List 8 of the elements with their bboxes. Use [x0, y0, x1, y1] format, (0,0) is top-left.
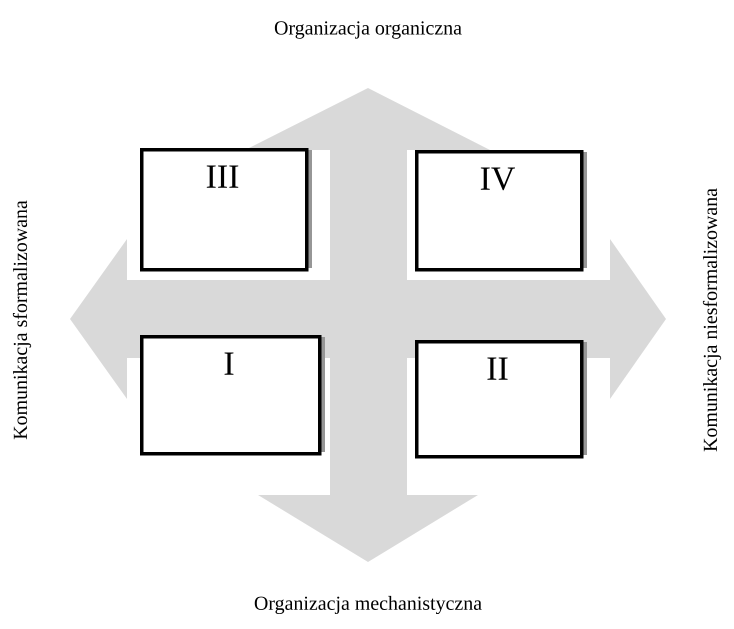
- axis-label: Organizacja organiczna: [274, 21, 462, 39]
- quadrant-box: I: [140, 335, 325, 456]
- quadrant-box: II: [415, 340, 587, 458]
- axis-label: Komunikacja niesformalizowana: [702, 188, 722, 452]
- axis-label: Komunikacja sformalizowana: [12, 200, 32, 440]
- quadrant-box: IV: [415, 150, 587, 272]
- axis-label: Organizacja mechanistyczna: [254, 596, 482, 614]
- quadrant-box: III: [140, 148, 312, 272]
